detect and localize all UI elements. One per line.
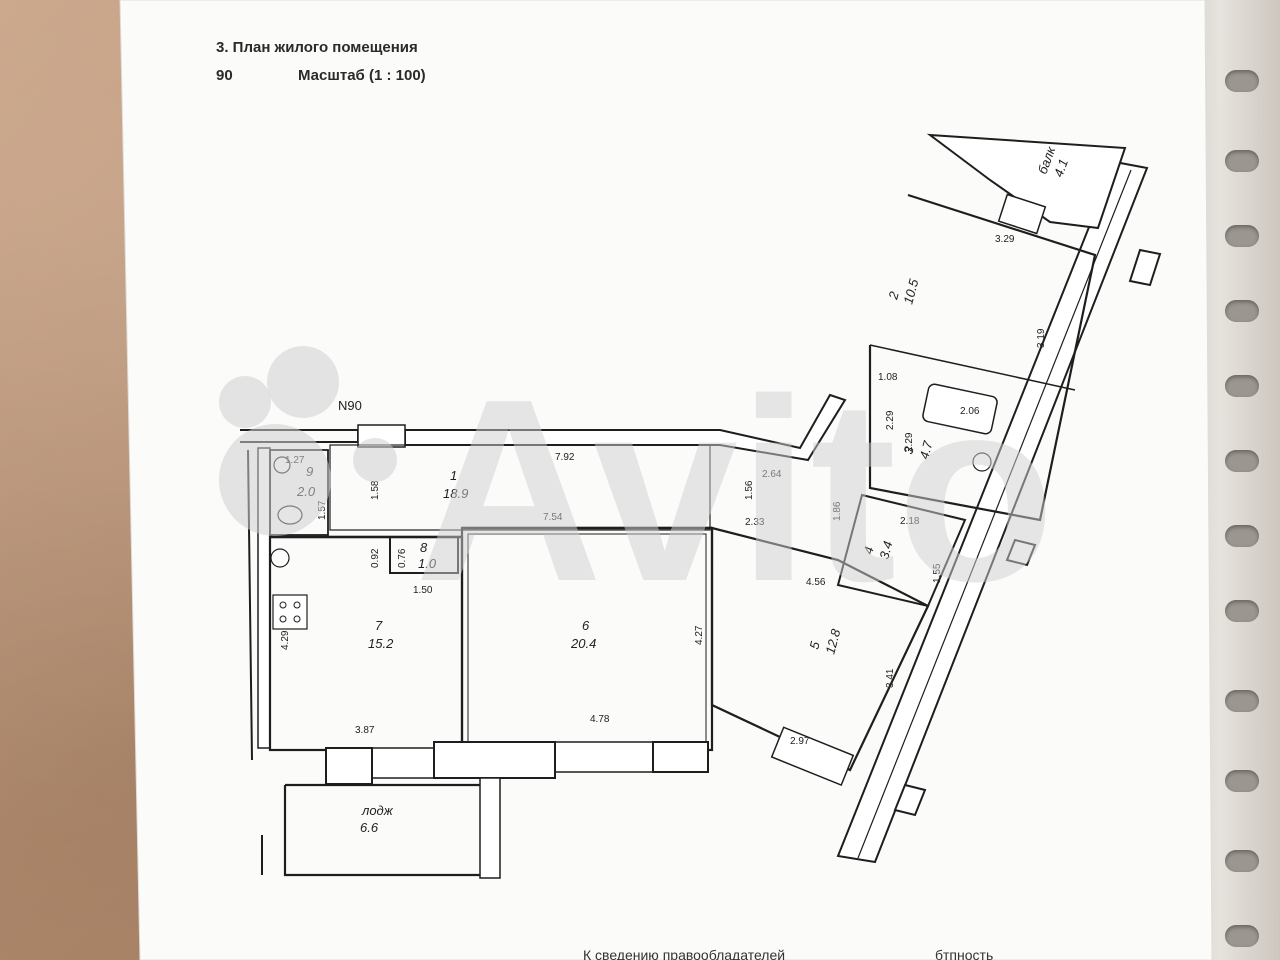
bathroom-sink [972,452,992,472]
dimension-label: 3.87 [355,725,375,736]
room-5-area: 12.8 [822,627,843,656]
room-9-area: 2.0 [296,484,316,499]
loggia-label: лодж [361,803,394,818]
balcony-area: 4.1 [1051,157,1071,179]
sleeve-hole [1225,690,1259,712]
apartment-number: 90 [216,67,233,84]
dimension-label: 2.18 [900,516,920,527]
scale-label: Масштаб (1 : 100) [298,67,426,84]
apartment-tag: N90 [338,398,362,413]
room-1-area-label: 18.9 [443,486,468,501]
stove-burner [293,615,301,623]
room-5-window [770,726,855,787]
paper-sheet [119,0,1213,960]
sleeve-hole [1225,850,1259,872]
dimension-label: 4.27 [694,625,705,645]
dimension-label: 1.86 [832,501,843,521]
stove [272,594,308,630]
left-wall-band [257,447,271,749]
dimension-label: 1.56 [744,480,755,500]
toilet [277,505,303,525]
stove-burner [293,601,301,609]
balcony-door [997,193,1047,235]
footer-note-right: бтпность [935,947,993,960]
dimension-label: 4.29 [280,630,291,650]
sleeve-hole [1225,300,1259,322]
balcony-outline [926,133,1127,230]
room-2-bottom-wall [869,344,1076,391]
dimension-label: 1.55 [932,563,943,583]
room-7-area: 15.2 [368,636,394,651]
wall-stub [893,783,927,817]
dimension-label: 1.08 [878,372,898,383]
dimension-label: 3.19 [1036,328,1047,348]
room-2-area: 10.5 [900,277,921,306]
dimension-label: 1.27 [285,455,305,466]
dimension-label: 0.76 [397,548,408,568]
room-8-area: 1.0 [418,556,437,571]
entrance-door [357,424,406,448]
wall-pillar [325,747,373,785]
dimension-label: 2.33 [745,517,765,528]
dimension-label: 4.56 [806,577,826,588]
dimension-label: 7.54 [543,512,563,523]
room-4-number: 4 [860,545,876,556]
dimension-label: 3.29 [995,234,1015,245]
dimension-label: 2.64 [762,469,782,480]
room-6-number: 6 [582,618,590,633]
dimension-label: 2.06 [960,406,980,417]
dimension-label: 3.41 [885,668,896,688]
dimension-label: 2.97 [790,736,810,747]
room-4-area: 3.4 [876,539,895,560]
room-3-number: 3 [900,444,917,456]
stove-burner [279,615,287,623]
stove-burner [279,601,287,609]
sleeve-hole [1225,525,1259,547]
room-3-area: 4.7 [916,439,935,461]
sleeve-hole [1225,925,1259,947]
sleeve-hole [1225,150,1259,172]
room-1-number: 1 [450,468,457,483]
kitchen-window [371,747,435,779]
room-9-number: 9 [306,464,313,479]
dimension-label: 7.92 [555,452,575,463]
dimension-label: 2.29 [904,432,915,452]
bathtub [922,383,998,435]
wall-stub [1128,248,1162,287]
footer-note: К сведению правообладателей [583,947,785,960]
floor-plan: балк 4.1 2 10.5 3 4.7 4 3.4 5 12.8 N90 [240,133,1162,879]
room-2-walls [868,193,1097,522]
room-8-number: 8 [420,540,428,555]
living-room-window [554,741,654,773]
loggia-divider [479,777,501,879]
sleeve-hole [1225,600,1259,622]
sleeve-hole [1225,70,1259,92]
dimension-label: 1.50 [413,585,433,596]
sleeve-hole [1225,375,1259,397]
room-6-area: 20.4 [570,636,596,651]
dimension-label: 4.78 [590,714,610,725]
dimension-label: 0.92 [370,548,381,568]
sleeve-hole [1225,225,1259,247]
wall-inner-line [857,169,1132,859]
loggia-area: 6.6 [360,820,379,835]
wall-stub [1005,538,1037,567]
wall-pillar [433,741,556,779]
wall-pillar [652,741,709,773]
room-7-number: 7 [375,618,383,633]
kitchen-sink [270,548,290,568]
dimension-label: 2.29 [885,410,896,430]
room-5-number: 5 [806,639,823,651]
sleeve-hole [1225,450,1259,472]
document-heading: 3. План жилого помещения [216,39,418,56]
sleeve-hole [1225,770,1259,792]
dimension-label: 1.57 [317,500,328,520]
dimension-label: 1.58 [370,480,381,500]
